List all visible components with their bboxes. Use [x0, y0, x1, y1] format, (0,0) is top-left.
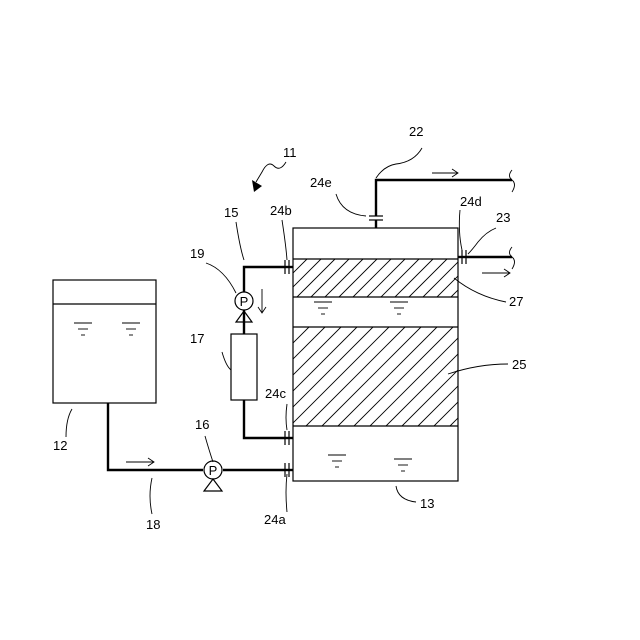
- label-25: 25: [512, 357, 526, 372]
- label-24c: 24c: [265, 386, 286, 401]
- label-24d: 24d: [460, 194, 482, 209]
- hatch-line: [367, 259, 405, 297]
- hatch-line: [354, 327, 453, 426]
- port-24e-fitting: [369, 216, 383, 228]
- packed-bed-lower: [194, 327, 640, 426]
- outlet-pipe-23: [466, 247, 515, 269]
- hatch-line: [381, 259, 419, 297]
- hatch-line: [290, 327, 389, 426]
- label-22: 22: [409, 124, 423, 139]
- system-reference-arrow: [252, 162, 286, 192]
- hatch-line: [258, 327, 357, 426]
- pipe-15: [244, 267, 285, 438]
- hatch-line: [434, 327, 533, 426]
- hatch-line: [395, 259, 433, 297]
- label-18: 18: [146, 517, 160, 532]
- outlet-pipe-22: [376, 170, 515, 216]
- hatch-line: [482, 327, 581, 426]
- packed-bed-upper: [255, 259, 531, 297]
- hatch-line: [402, 327, 501, 426]
- filter-column: [231, 334, 257, 400]
- arrow-right-icon: [126, 458, 154, 466]
- hatch-line: [409, 259, 447, 297]
- hatch-line: [306, 327, 405, 426]
- label-12: 12: [53, 438, 67, 453]
- label-19: 19: [190, 246, 204, 261]
- hatch-line: [338, 327, 437, 426]
- label-15: 15: [224, 205, 238, 220]
- arrow-right-icon: [432, 169, 458, 177]
- hatch-line: [465, 259, 503, 297]
- port-24a-fitting: [285, 463, 293, 477]
- hatch-line: [479, 259, 517, 297]
- label-24b: 24b: [270, 203, 292, 218]
- arrow-right-icon: [482, 269, 510, 277]
- hatch-line: [493, 259, 531, 297]
- label-27: 27: [509, 294, 523, 309]
- hatch-line: [210, 327, 309, 426]
- label-24e: 24e: [310, 175, 332, 190]
- port-24d-fitting: [458, 250, 466, 264]
- label-11: 11: [283, 145, 297, 160]
- liquid-level-icon: [314, 302, 332, 314]
- liquid-level-icon: [74, 323, 92, 335]
- hatch-line: [269, 259, 307, 297]
- liquid-level-icon: [394, 459, 412, 471]
- hatch-line: [353, 259, 391, 297]
- hatch-line: [255, 259, 293, 297]
- hatch-line: [311, 259, 349, 297]
- hatch-line: [466, 327, 565, 426]
- hatch-line: [514, 327, 613, 426]
- pump-icon: P: [204, 461, 222, 491]
- hatch-line: [339, 259, 377, 297]
- label-24a: 24a: [264, 512, 286, 527]
- hatch-line: [530, 327, 629, 426]
- liquid-level-icon: [122, 323, 140, 335]
- liquid-level-icon: [328, 455, 346, 467]
- storage-tank: [53, 280, 156, 403]
- hatch-line: [423, 259, 461, 297]
- hatch-line: [274, 327, 373, 426]
- hatch-line: [226, 327, 325, 426]
- hatch-line: [418, 327, 517, 426]
- label-23: 23: [496, 210, 510, 225]
- hatch-line: [325, 259, 363, 297]
- arrow-down-icon: [258, 289, 266, 313]
- label-17: 17: [190, 331, 204, 346]
- hatch-line: [370, 327, 469, 426]
- pipe-18: [108, 403, 285, 470]
- hatch-line: [437, 259, 475, 297]
- port-24c-fitting: [285, 431, 293, 445]
- label-16: 16: [195, 417, 209, 432]
- port-24b-fitting: [285, 260, 293, 274]
- hatch-line: [546, 327, 640, 426]
- hatch-line: [297, 259, 335, 297]
- pump-19-symbol: P: [240, 294, 249, 309]
- label-13: 13: [420, 496, 434, 511]
- liquid-level-icon: [390, 302, 408, 314]
- hatch-line: [450, 327, 549, 426]
- hatch-line: [386, 327, 485, 426]
- hatch-line: [498, 327, 597, 426]
- hatch-line: [451, 259, 489, 297]
- pump-16-symbol: P: [209, 463, 218, 478]
- hatch-line: [322, 327, 421, 426]
